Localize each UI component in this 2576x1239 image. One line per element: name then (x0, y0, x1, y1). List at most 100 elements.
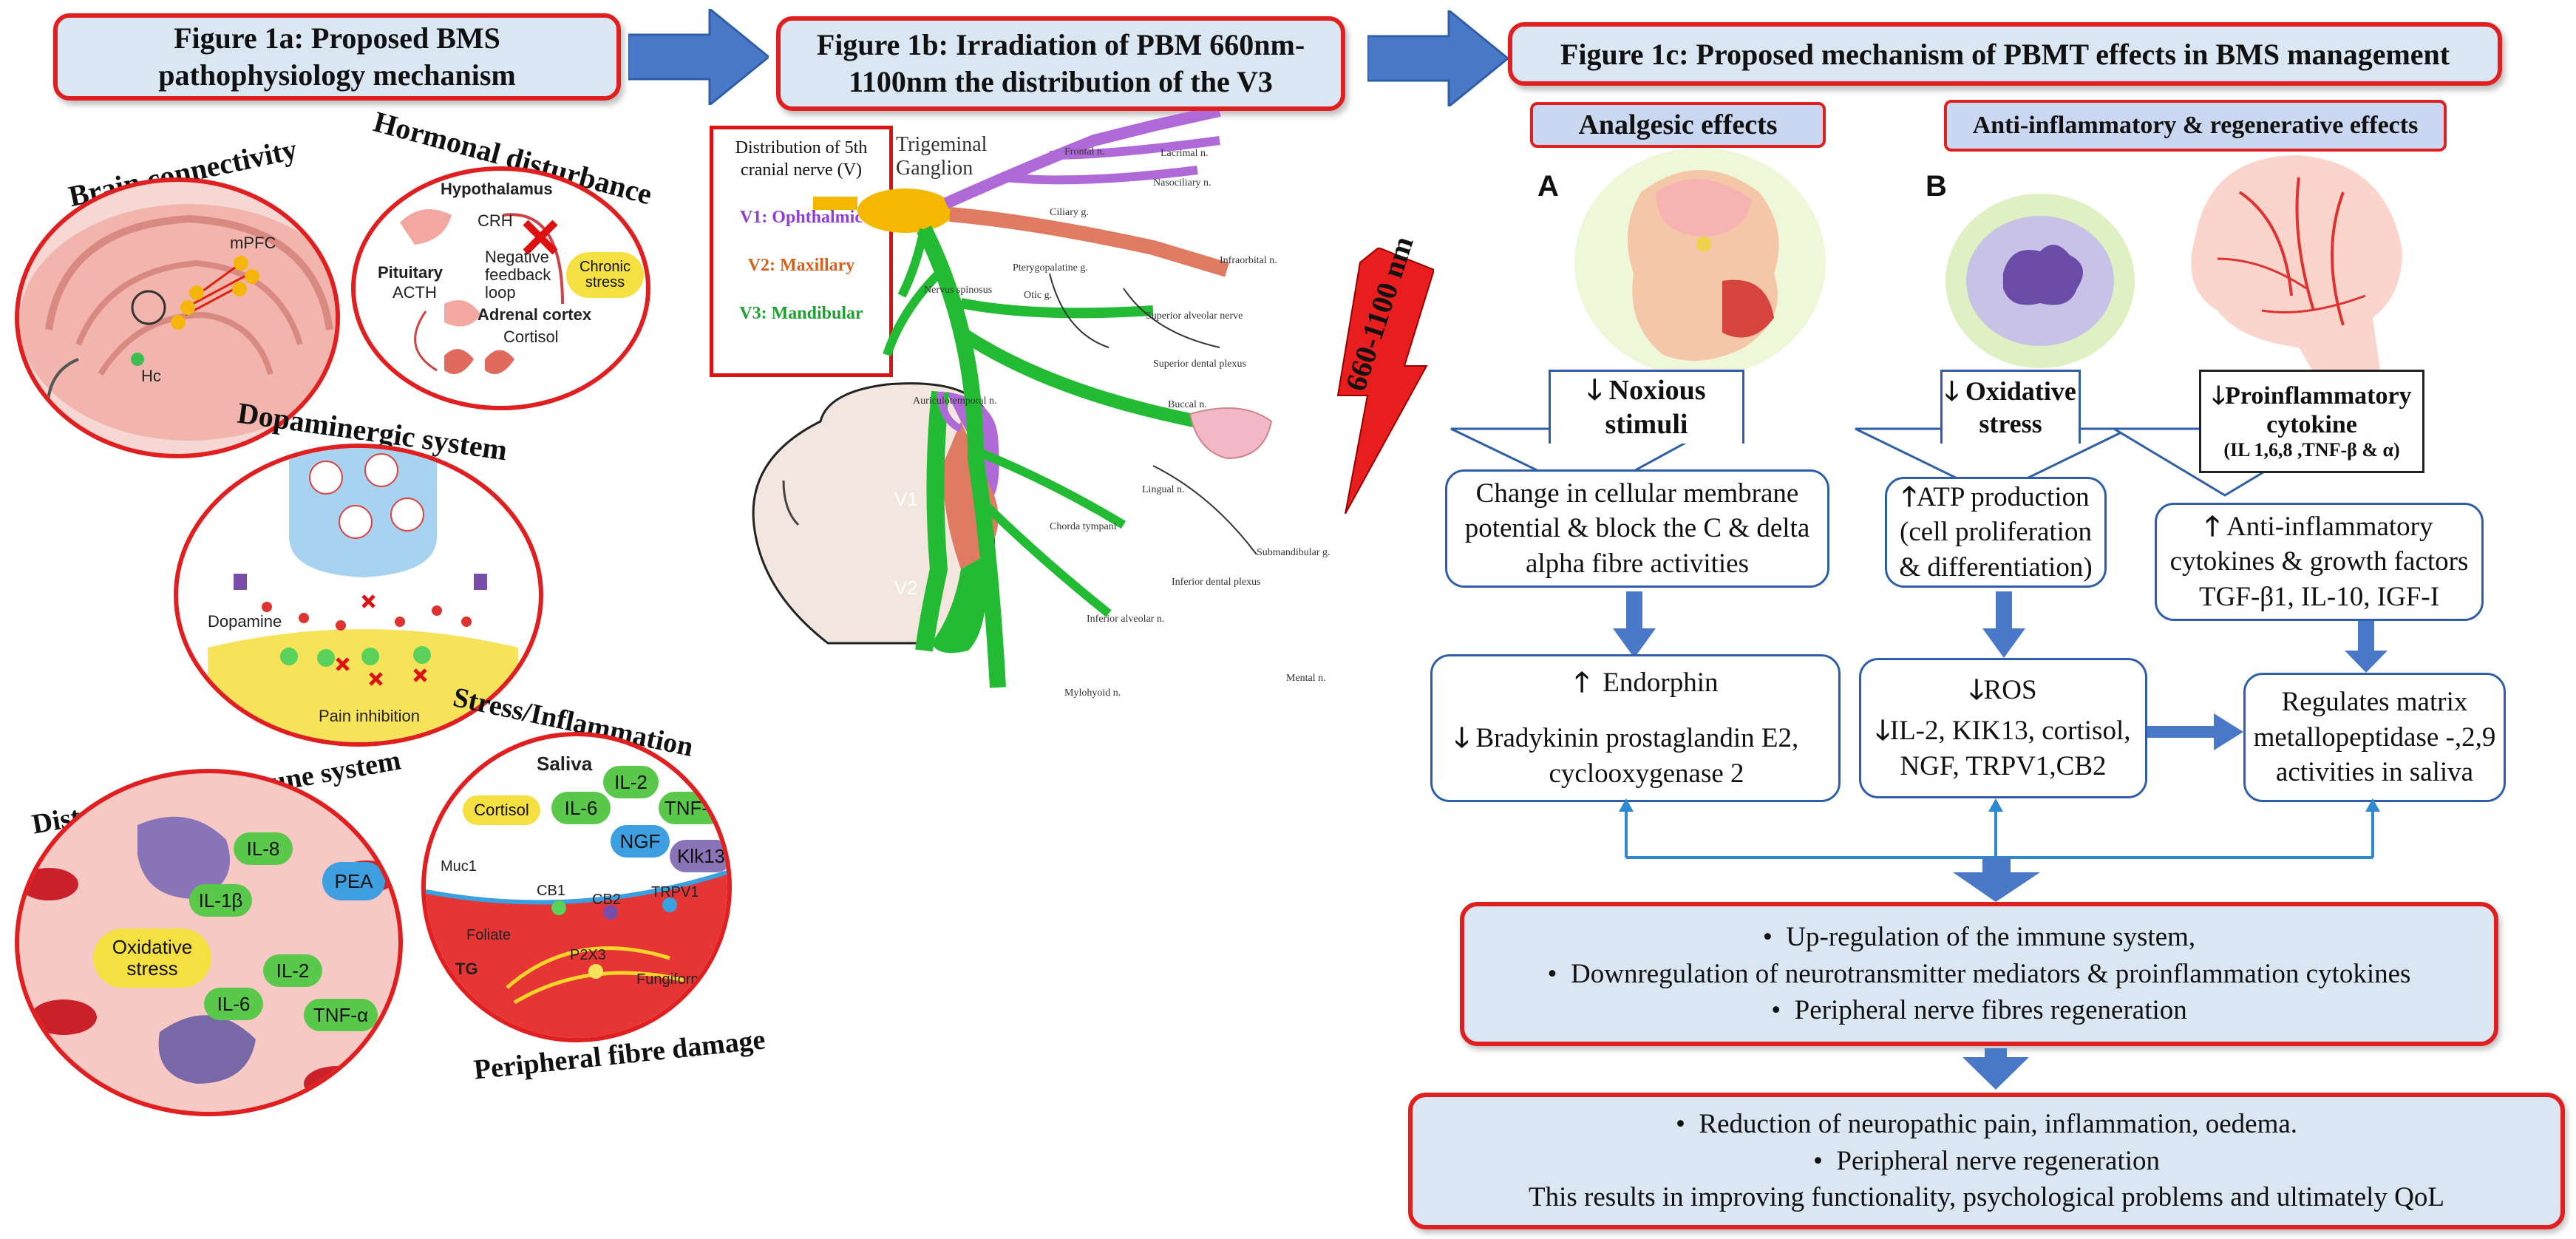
label-a: A (1537, 170, 1559, 203)
outcome1-line-3: Peripheral nerve fibres regeneration (1794, 995, 2187, 1026)
stress-il6-chip: IL-6 (551, 792, 611, 824)
atp-line-2: (cell proliferation (1900, 517, 2092, 548)
head-vessels-illustration (2191, 155, 2402, 384)
trigeminal-nerve-illustration (752, 111, 1273, 688)
up-arrow-icon: 🡑 (1574, 667, 1603, 698)
dopamine-label: Dopamine (208, 612, 282, 631)
stress-klk13-chip: Klk13 (670, 840, 727, 872)
nerve-label-17: Mental n. (1286, 673, 1326, 684)
outcome2-line-1: Reduction of neuropathic pain, inflammat… (1699, 1108, 2298, 1139)
feedback-label: Negative feedback loop (485, 248, 551, 302)
figure-1c-header: Figure 1c: Proposed mechanism of PBMT ef… (1508, 22, 2502, 86)
nerve-label-0: Frontal n. (1064, 146, 1105, 157)
oxidative-stress-chip: Oxidative stress (93, 929, 211, 988)
anti-inflammatory-cytokines-box: 🡑 Anti-inflammatory cytokines & growth f… (2155, 503, 2484, 621)
endorphin-line-3: cyclooxygenase 2 (1549, 758, 1744, 789)
hormonal-illustration (400, 209, 564, 374)
legend-title: Distribution of 5th cranial nerve (V) (735, 138, 868, 180)
tongue-illustration (426, 869, 727, 1038)
nerve-label-2: Nasociliary n. (1153, 177, 1211, 189)
right-arrow-icon (2147, 713, 2243, 750)
trpv1-label: TRPV1 (651, 884, 699, 900)
bullet-icon: • (1547, 958, 1571, 989)
proinflammatory-box: 🡓Proinflammatory cytokine (IL 1,6,8 ,TNF… (2199, 370, 2424, 473)
down-arrow-icon: 🡓 (2212, 381, 2226, 410)
label-b: B (1926, 170, 1947, 203)
mpfc-label: mPFC (230, 234, 276, 252)
immune-illustration (19, 816, 396, 1101)
legend-v1: V1: Ophthalmic (739, 208, 863, 227)
nerve-label-7: Otic g. (1024, 290, 1053, 301)
nerve-label-6: Nervus spinosus (924, 285, 993, 296)
ros-line-3: NGF, TRPV1,CB2 (1900, 750, 2107, 781)
head-illustration-a (1574, 148, 1826, 377)
legend-v3: V3: Mandibular (739, 304, 863, 323)
saliva-label: Saliva (537, 753, 593, 775)
ros-line-1: ROS (1983, 674, 2037, 705)
tg-label: TG (455, 960, 478, 978)
cranial-nerve-legend: Distribution of 5th cranial nerve (V) V1… (710, 126, 893, 377)
nerve-label-10: Buccal n. (1168, 399, 1207, 410)
nerve-label-16: Inferior alveolar n. (1087, 614, 1165, 625)
ros-line-2: IL-2, KIK13, cortisol, (1889, 716, 2131, 747)
nerve-label-12: Lingual n. (1142, 484, 1185, 495)
bullet-icon: • (1771, 995, 1795, 1026)
il8-chip: IL-8 (234, 832, 293, 865)
nerve-label-11: Auriculotemporal n. (913, 396, 997, 407)
fungiform-label: Fungiform (636, 971, 704, 988)
stress-ngf-chip: NGF (611, 825, 670, 858)
matrix-line-1: Regulates matrix (2281, 687, 2468, 718)
anti-inflammatory-label: Anti-inflammatory & regenerative effects (1972, 112, 2419, 139)
matrix-line-3: activities in saliva (2275, 757, 2474, 788)
antiinflam-line-1: Anti-inflammatory (2226, 511, 2433, 542)
nerve-label-8: Superior alveolar nerve (1146, 310, 1243, 322)
face-v2-label: V2 (894, 577, 918, 599)
antiinflam-line-3: TGF-β1, IL-10, IGF-I (2198, 581, 2440, 612)
membrane-line-1: Change in cellular membrane (1475, 478, 1799, 509)
synapse-illustration (208, 448, 518, 742)
atp-line-3: & differentiation) (1899, 551, 2093, 583)
tnfa-chip: TNF-α (304, 999, 378, 1031)
figure-1a-title: Figure 1a: Proposed BMS pathophysiology … (158, 21, 516, 92)
outcome-box-2: • Reduction of neuropathic pain, inflamm… (1408, 1093, 2565, 1229)
pituitary-label: Pituitary (378, 263, 444, 282)
nerve-label-14: Submandibular g. (1257, 547, 1331, 558)
stress-tnfa-chip: TNF-α (659, 792, 725, 824)
laser-bolt-icon (1336, 248, 1434, 514)
outcome1-line-2: Downregulation of neurotransmitter media… (1571, 958, 2411, 989)
matrix-metallopeptidase-box: Regulates matrix metallopeptidase -,2,9 … (2243, 673, 2506, 802)
down-arrow-icon: 🡓 (1945, 376, 1965, 407)
proinflam-line-2: cytokine (2266, 411, 2357, 439)
up-arrow-icon: 🡑 (1902, 481, 1917, 512)
legend-v2: V2: Maxillary (747, 256, 855, 275)
bullet-icon: • (1812, 1145, 1837, 1176)
il6-chip: IL-6 (204, 988, 263, 1020)
nerve-label-15: Inferior dental plexus (1172, 577, 1261, 588)
down-arrow-icon: 🡓 (1969, 674, 1984, 705)
anti-inflammatory-pill: Anti-inflammatory & regenerative effects (1944, 100, 2447, 152)
stress-inflammation-circle: Saliva Cortisol IL-6 IL-2 TNF-α NGF Klk1… (421, 732, 732, 1042)
membrane-line-2: potential & block the C & delta (1464, 513, 1810, 544)
outcome2-line-3: This results in improving functionality,… (1529, 1182, 2444, 1213)
hc-label: Hc (141, 367, 161, 385)
figure-1b-title: Figure 1b: Irradiation of PBM 660nm-1100… (816, 28, 1305, 98)
down-arrow-icon: 🡓 (1455, 723, 1476, 754)
endorphin-box: 🡑 Endorphin 🡓 Bradykinin prostaglandin E… (1430, 654, 1841, 802)
matrix-line-2: metallopeptidase -,2,9 (2253, 722, 2496, 753)
down-arrow-icon: 🡓 (1875, 716, 1890, 747)
down-arrows-middle (1613, 591, 2388, 673)
dopaminergic-circle: Dopamine Pain inhibition (174, 444, 543, 747)
nerve-label-1: Lacrimal n. (1160, 148, 1209, 159)
figure-1c-title: Figure 1c: Proposed mechanism of PBMT ef… (1560, 37, 2450, 71)
pain-inhibition-label: Pain inhibition (319, 707, 420, 725)
nerve-label-18: Mylohyoid n. (1064, 688, 1121, 699)
face-v1-label: V1 (894, 488, 918, 510)
outcome-box-1: • Up-regulation of the immune system, • … (1460, 902, 2498, 1046)
membrane-potential-box: Change in cellular membrane potential & … (1445, 469, 1829, 588)
chronic-stress-chip: Chronic stress (566, 252, 644, 298)
noxious-stimuli-box: 🡓 Noxious stimuli (1549, 370, 1744, 444)
proinflam-line-3: (IL 1,6,8 ,TNF-β & α) (2223, 439, 2400, 461)
nerve-label-4: Infraorbital n. (1220, 255, 1277, 266)
nerve-label-9: Superior dental plexus (1153, 359, 1246, 370)
endorphin-line-1: Endorphin (1603, 667, 1719, 698)
